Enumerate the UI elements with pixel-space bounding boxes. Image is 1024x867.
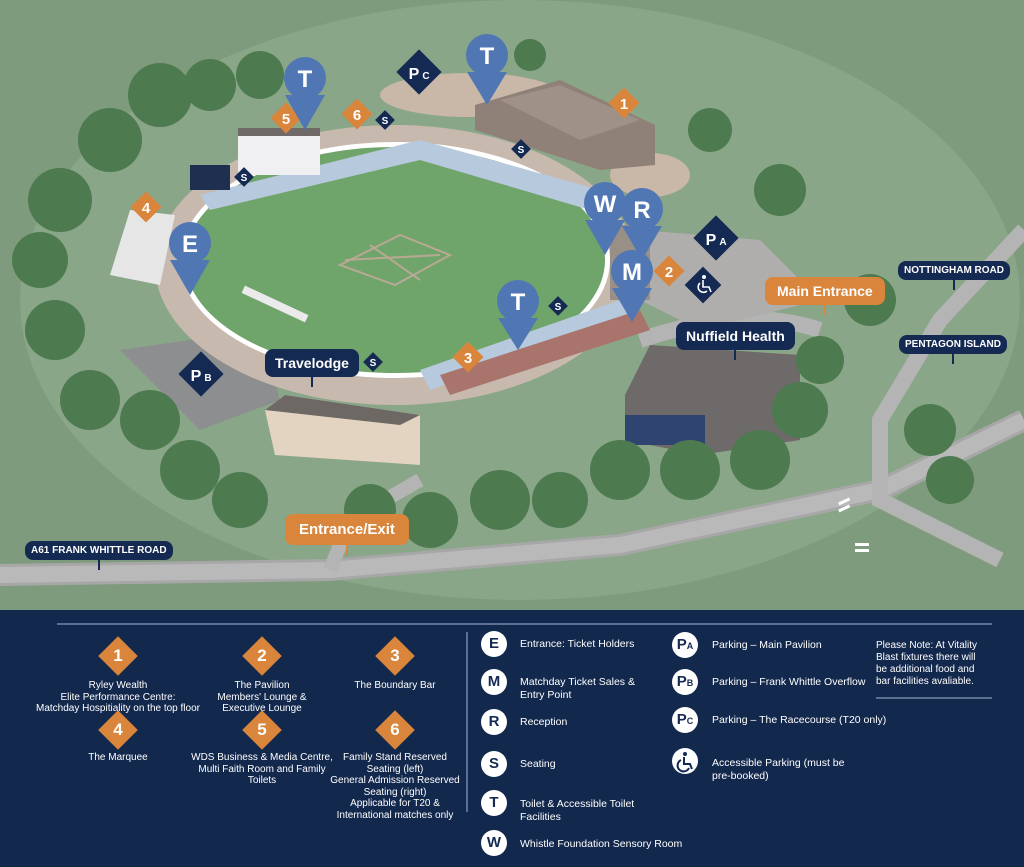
pin-reception[interactable]: R xyxy=(621,188,663,260)
legend-caption-3: The Boundary Bar xyxy=(354,680,436,691)
label-main-entrance[interactable]: Main Entrance xyxy=(765,277,885,305)
legend-caption-4: The Marquee xyxy=(88,752,148,763)
svg-text:P: P xyxy=(191,368,202,385)
legend-text-parking-b: Parking – Frank Whittle Overflow xyxy=(712,676,866,688)
legend-caption-5: WDS Business & Media Centre,Multi Faith … xyxy=(191,752,333,786)
scoreboard xyxy=(190,165,230,190)
svg-text:B: B xyxy=(204,373,211,384)
building-5 xyxy=(238,130,320,175)
seating-s-5: S xyxy=(370,358,377,369)
legend-text-entrance: Entrance: Ticket Holders xyxy=(520,638,635,650)
legend-diamond-1: 1 xyxy=(98,636,138,676)
seating-s-2: S xyxy=(518,145,525,156)
pin-toilet-3[interactable]: T xyxy=(497,280,539,350)
pitch xyxy=(185,147,605,373)
legend-icon-whistle: W xyxy=(481,830,507,856)
road-markings xyxy=(838,497,869,552)
pin-matchday[interactable]: M xyxy=(611,250,653,322)
svg-text:5: 5 xyxy=(282,111,290,128)
legend-note-divider xyxy=(876,697,992,699)
map-illustration: 1 2 3 4 5 6 P A P B xyxy=(0,0,1024,610)
svg-text:E: E xyxy=(182,231,198,258)
label-travelodge[interactable]: Travelodge xyxy=(265,349,359,377)
marker-4[interactable]: 4 xyxy=(130,191,162,223)
pin-toilet-2[interactable]: T xyxy=(466,34,508,105)
svg-text:P: P xyxy=(409,66,420,83)
legend-icon-parking-c: PC xyxy=(672,707,698,733)
pin-entrance[interactable]: E xyxy=(169,222,211,295)
legend-diamond-6: 6 xyxy=(375,710,415,750)
marker-6[interactable]: 6 xyxy=(341,98,373,130)
legend-icon-entrance: E xyxy=(481,631,507,657)
parking-a-area xyxy=(640,230,820,330)
legend-text-matchday: Matchday Ticket Sales &Entry Point xyxy=(520,676,635,701)
label-entrance-exit[interactable]: Entrance/Exit xyxy=(285,514,409,545)
svg-text:C: C xyxy=(422,71,429,82)
seating-s-4: S xyxy=(555,302,562,313)
svg-text:M: M xyxy=(622,259,642,286)
legend-icon-parking-a: PA xyxy=(672,632,698,658)
legend-text-parking-c: Parking – The Racecourse (T20 only) xyxy=(712,714,887,726)
svg-text:1: 1 xyxy=(620,96,628,113)
svg-text:P: P xyxy=(706,232,717,249)
parking-a-marker[interactable]: P A xyxy=(693,215,739,261)
legend-diamond-2: 2 xyxy=(242,636,282,676)
nottingham-road xyxy=(872,224,1024,568)
accessible-icon xyxy=(702,275,706,279)
accessible-parking-marker[interactable] xyxy=(684,266,722,304)
legend-text-seating: Seating xyxy=(520,758,556,770)
pin-whistle[interactable]: W xyxy=(584,182,626,255)
seating-s-3: S xyxy=(241,173,248,184)
legend-icon-matchday: M xyxy=(481,669,507,695)
svg-text:4: 4 xyxy=(142,200,151,217)
svg-text:3: 3 xyxy=(464,350,472,367)
svg-text:T: T xyxy=(480,43,495,70)
legend-diamond-4: 4 xyxy=(98,710,138,750)
marker-3[interactable]: 3 xyxy=(452,341,484,373)
marker-2[interactable]: 2 xyxy=(653,255,685,287)
label-nuffield-health[interactable]: Nuffield Health xyxy=(676,322,795,350)
legend-text-parking-a: Parking – Main Pavilion xyxy=(712,639,822,651)
label-nottingham-road[interactable]: NOTTINGHAM ROAD xyxy=(898,261,1010,280)
legend-icon-reception: R xyxy=(481,709,507,735)
svg-text:A: A xyxy=(719,237,726,248)
svg-text:T: T xyxy=(298,66,313,93)
wicket-square xyxy=(337,233,453,287)
svg-text:6: 6 xyxy=(353,107,361,124)
legend-icon-seating: S xyxy=(481,751,507,777)
south-stand-roof xyxy=(440,310,650,395)
legend-vertical-divider xyxy=(466,632,468,812)
building-4-marquee xyxy=(110,210,175,285)
ground-map: 1 2 3 4 5 6 P A P B xyxy=(0,0,1024,610)
label-pentagon-island[interactable]: PENTAGON ISLAND xyxy=(899,335,1007,354)
legend-top-divider xyxy=(57,623,992,625)
legend-text-reception: Reception xyxy=(520,716,568,728)
sight-screen xyxy=(241,285,309,323)
accessible-icon xyxy=(672,748,698,774)
label-a61-road[interactable]: A61 FRANK WHITTLE ROAD xyxy=(25,541,173,560)
legend-diamond-5: 5 xyxy=(242,710,282,750)
legend-icon-toilet: T xyxy=(481,790,507,816)
legend-icon-parking-b: PB xyxy=(672,669,698,695)
svg-text:T: T xyxy=(511,289,526,316)
legend-text-whistle: Whistle Foundation Sensory Room xyxy=(520,838,683,850)
trees xyxy=(12,39,974,548)
svg-text:2: 2 xyxy=(665,264,673,281)
pin-toilet-1[interactable]: T xyxy=(284,57,326,130)
svg-text:R: R xyxy=(633,197,650,224)
legend-diamond-3: 3 xyxy=(375,636,415,676)
seating-s-1: S xyxy=(382,116,389,127)
parking-b-marker[interactable]: P B xyxy=(178,351,224,397)
svg-text:W: W xyxy=(594,191,617,218)
